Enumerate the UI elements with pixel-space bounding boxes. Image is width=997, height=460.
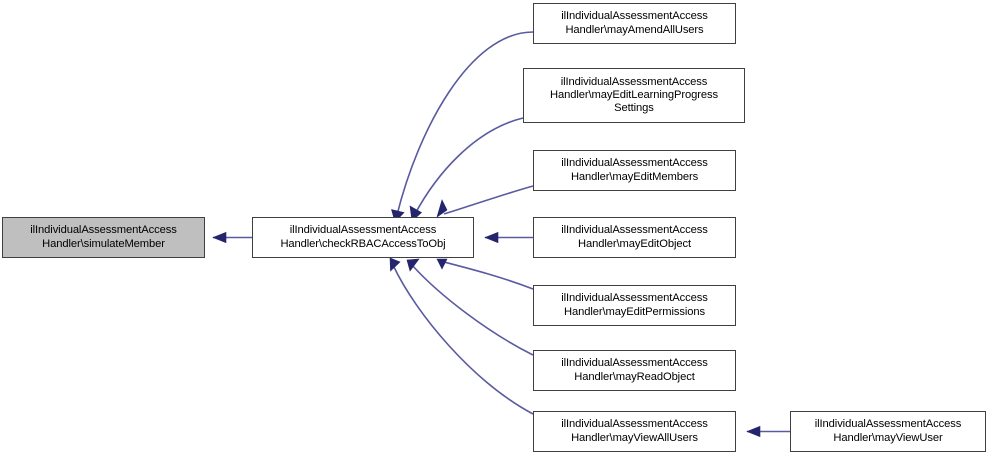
graph-node-label: ilIndividualAssessmentAccess Handler\may… [814,418,962,444]
graph-node-label: ilIndividualAssessmentAccess Handler\may… [561,292,708,318]
graph-node-label: ilIndividualAssessmentAccess Handler\che… [280,224,446,250]
graph-node-mayReadObject[interactable]: ilIndividualAssessmentAccess Handler\may… [533,350,736,391]
edge-arrowhead-icon [436,258,448,270]
graph-node-label: ilIndividualAssessmentAccess Handler\may… [561,357,708,383]
graph-edge-mayAmendAllUsers-to-checkRBACAccessToObj [391,31,534,223]
graph-node-label: ilIndividualAssessmentAccess Handler\may… [561,418,708,444]
graph-edge-mayEditPermissions-to-checkRBACAccessToObj [436,258,534,290]
graph-edge-mayViewAllUsers-to-checkRBACAccessToObj [389,257,534,415]
edge-path [414,117,524,215]
graph-node-mayViewUser[interactable]: ilIndividualAssessmentAccess Handler\may… [790,411,986,452]
graph-edge-mayReadObject-to-checkRBACAccessToObj [406,258,534,356]
edge-path [396,31,534,216]
edge-path [392,264,534,415]
graph-node-label: ilIndividualAssessmentAccess Handler\may… [561,157,708,183]
graph-edge-checkRBACAccessToObj-to-simulateMember [212,231,252,244]
graph-node-simulateMember[interactable]: ilIndividualAssessmentAccess Handler\sim… [2,217,205,258]
graph-node-mayViewAllUsers[interactable]: ilIndividualAssessmentAccess Handler\may… [533,411,736,452]
edge-arrowhead-icon [746,425,761,438]
graph-node-mayAmendAllUsers[interactable]: ilIndividualAssessmentAccess Handler\may… [533,3,736,44]
graph-node-checkRBACAccessToObj[interactable]: ilIndividualAssessmentAccess Handler\che… [252,217,474,258]
graph-edge-mayViewUser-to-mayViewAllUsers [746,425,790,438]
edge-arrowhead-icon [436,199,448,218]
edge-arrowhead-icon [389,257,401,272]
edge-path [443,185,534,215]
graph-node-label: ilIndividualAssessmentAccess Handler\sim… [30,224,177,250]
edge-path [411,264,534,356]
graph-node-label: ilIndividualAssessmentAccess Handler\may… [561,224,708,250]
graph-node-mayEditPermissions[interactable]: ilIndividualAssessmentAccess Handler\may… [533,285,736,326]
edge-arrowhead-icon [484,231,499,244]
edge-arrowhead-icon [212,231,227,244]
graph-edge-mayEditObject-to-checkRBACAccessToObj [484,231,533,244]
graph-edge-mayEditMembers-to-checkRBACAccessToObj [436,185,534,218]
graph-node-mayEditLearningProgressSettings[interactable]: ilIndividualAssessmentAccess Handler\may… [523,68,745,123]
graph-node-label: ilIndividualAssessmentAccess Handler\may… [561,10,708,36]
edge-path [443,261,534,290]
graph-node-label: ilIndividualAssessmentAccess Handler\may… [550,75,718,115]
graph-node-mayEditObject[interactable]: ilIndividualAssessmentAccess Handler\may… [533,217,736,258]
graph-edge-mayEditLearningProgressSettings-to-checkRBACAccessToObj [409,117,524,222]
edge-arrowhead-icon [406,258,420,272]
graph-node-mayEditMembers[interactable]: ilIndividualAssessmentAccess Handler\may… [533,150,736,191]
